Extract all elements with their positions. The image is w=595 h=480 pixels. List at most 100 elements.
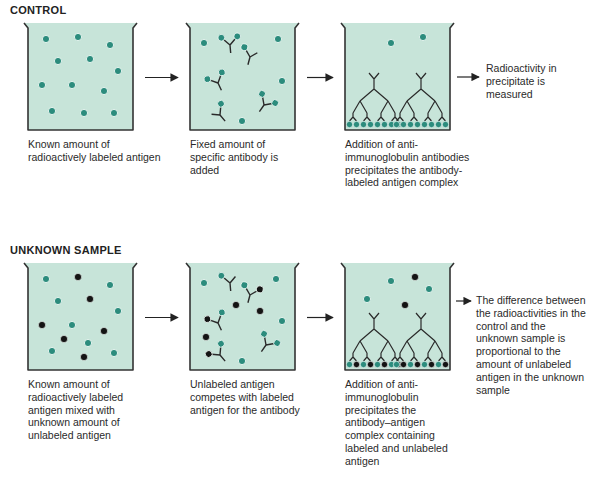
unlabeled-antigen [401, 301, 408, 308]
step-arrow [307, 317, 333, 318]
beaker: Addition of anti-immunoglobulin precipit… [345, 265, 450, 370]
antibody [250, 89, 280, 118]
beaker-wall [186, 23, 299, 130]
precipitated-antigen [407, 121, 413, 127]
labeled-antigen [38, 81, 45, 88]
labeled-antigen [68, 321, 75, 328]
bound-antigen [218, 34, 225, 41]
precipitated-antigen [421, 121, 427, 127]
step-caption: Fixed amount of specific antibody is add… [190, 138, 302, 176]
antibody-shape [210, 75, 227, 93]
precipitated-antigen [435, 361, 441, 367]
antibody [218, 33, 242, 54]
antibody [218, 271, 237, 292]
labeled-antigen [419, 33, 426, 40]
precipitated-antigen [374, 361, 380, 367]
beaker-wall [341, 23, 454, 130]
antibody-lattice [350, 73, 399, 121]
labeled-antigen [74, 33, 81, 40]
unlabeled-antigen [60, 335, 67, 342]
labeled-antigen [68, 81, 75, 88]
beaker: Unlabeled antigen competes with labeled … [190, 265, 295, 370]
beaker-wall [341, 263, 454, 370]
precipitated-antigen [381, 361, 387, 367]
bound-antigen [270, 98, 279, 107]
labeled-antigen [100, 87, 107, 94]
bound-antigen [257, 89, 266, 98]
precipitated-antigen [346, 121, 352, 127]
liquid-fill [24, 23, 137, 130]
precipitated-antigen [353, 361, 359, 367]
unlabeled-antigen [411, 273, 418, 280]
labeled-antigen [48, 347, 55, 354]
result-arrow [456, 300, 471, 301]
precipitated-antigen [421, 361, 427, 367]
step-caption: Addition of anti-immunoglobulin precipit… [345, 378, 457, 468]
labeled-antigen [272, 275, 279, 282]
step-caption: Unlabeled antigen competes with labeled … [190, 378, 312, 416]
precipitated-antigen [367, 121, 373, 127]
beaker-outline [190, 25, 295, 130]
beaker-liquid [24, 23, 137, 130]
precipitate [346, 73, 448, 128]
labeled-antigen [80, 109, 87, 116]
precipitated-antigen [393, 361, 399, 367]
labeled-antigen [114, 67, 121, 74]
precipitated-antigen [360, 121, 366, 127]
bound-antigen [272, 338, 281, 347]
precipitated-antigen [353, 121, 359, 127]
beaker-wall [24, 23, 137, 130]
unlabeled-antigen [80, 353, 87, 360]
step-arrow [307, 77, 333, 78]
labeled-antigen [54, 297, 61, 304]
antibody-shape [223, 276, 236, 291]
antibody-shape [212, 347, 230, 365]
antibody-shape [256, 337, 274, 355]
precipitated-antigen [442, 361, 448, 367]
antibody-shape [254, 97, 272, 115]
precipitated-antigen [414, 121, 420, 127]
beaker-liquid [341, 23, 454, 130]
labeled-antigen [363, 295, 370, 302]
labeled-antigen [42, 35, 49, 42]
unlabeled-antigen [74, 273, 81, 280]
antibody [208, 99, 234, 125]
antibody [203, 308, 232, 335]
beaker: Known amount of radioactively labeled an… [28, 25, 133, 130]
step-caption: Addition of anti-immunoglobulin antibodi… [345, 138, 470, 189]
antibody [252, 329, 282, 358]
precipitated-antigen [428, 121, 434, 127]
antibody [237, 281, 264, 306]
bound-antigen [216, 99, 226, 109]
labeled-antigen [200, 39, 207, 46]
antibody-lattice [397, 313, 446, 361]
beaker-contents [24, 23, 454, 370]
unlabeled-antigen [86, 295, 93, 302]
beaker-outline [190, 265, 295, 370]
precipitated-antigen [400, 121, 406, 127]
bound-antigen [217, 308, 226, 317]
labeled-antigen [278, 77, 285, 84]
labeled-antigen [238, 117, 245, 124]
beaker: Fixed amount of specific antibody is add… [190, 25, 295, 130]
precipitated-antigen [407, 361, 413, 367]
precipitated-antigen [435, 121, 441, 127]
bound-antigen [217, 68, 226, 77]
liquid-fill [341, 263, 454, 370]
bound-antigen [203, 315, 212, 324]
precipitated-antigen [381, 121, 387, 127]
labeled-antigen [387, 39, 394, 46]
bound-antigen [234, 33, 241, 40]
antibody-lattice [397, 73, 446, 121]
labeled-antigen [238, 357, 245, 364]
bound-antigen [259, 329, 268, 338]
section-heading: CONTROL [10, 4, 130, 17]
step-arrow [145, 77, 178, 78]
beaker-outline [28, 265, 133, 370]
labeled-antigen [84, 339, 91, 346]
unlabeled-antigen [38, 321, 45, 328]
antibody-shape [242, 50, 257, 67]
labeled-antigen [114, 307, 121, 314]
beaker: Addition of anti-immunoglobulin antibodi… [345, 25, 450, 130]
